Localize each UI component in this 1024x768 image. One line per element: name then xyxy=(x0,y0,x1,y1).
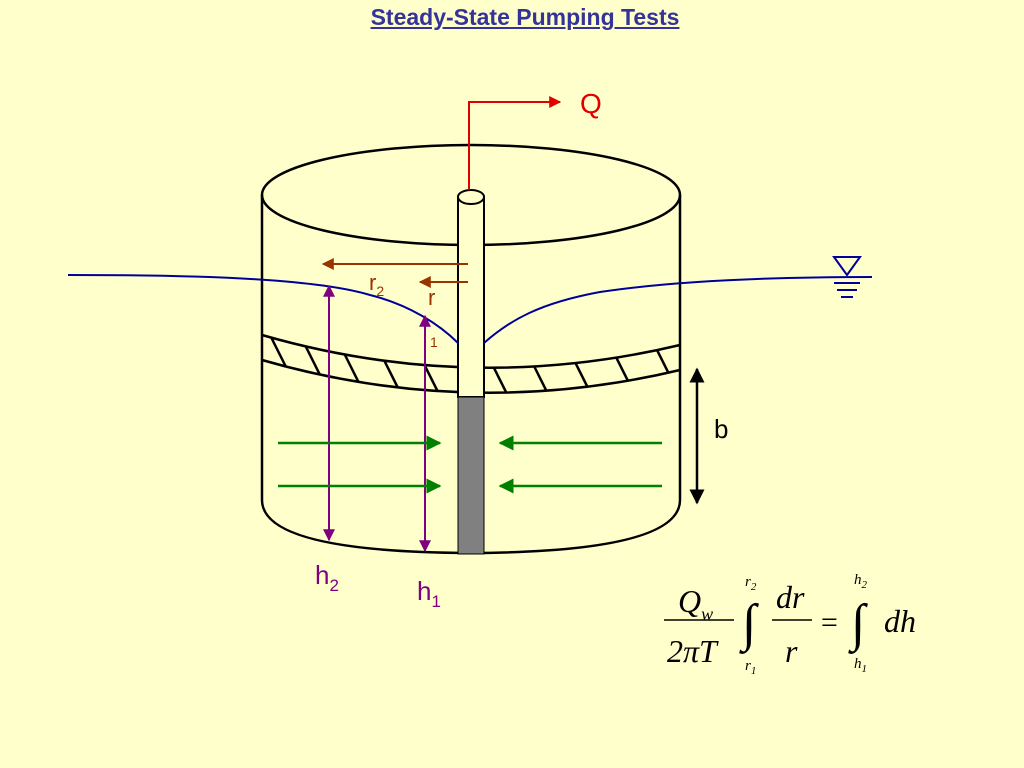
head-h1-label: h1 xyxy=(417,576,441,611)
discharge-arrow xyxy=(468,96,562,190)
eq-denominator-mid: r xyxy=(785,633,798,669)
eq-lower-limit-right: h1 xyxy=(854,656,867,675)
thickness-label: b xyxy=(714,414,728,444)
radius-r1-subscript: 1 xyxy=(430,334,438,350)
eq-numerator-left: Qw xyxy=(678,583,713,624)
water-table-icon xyxy=(832,256,862,298)
eq-numerator-mid: dr xyxy=(776,579,805,615)
eq-differential: dh xyxy=(884,603,916,639)
eq-integral-left: ∫ xyxy=(739,595,759,654)
eq-integral-right: ∫ xyxy=(848,595,868,654)
darcy-equation: Qw 2πT ∫ r2 r1 dr r = ∫ h2 h1 dh xyxy=(664,572,916,677)
slide-title: Steady-State Pumping Tests xyxy=(370,4,680,30)
head-h2-label: h2 xyxy=(315,560,339,595)
eq-denominator-left: 2πT xyxy=(667,633,719,669)
eq-upper-limit-right: h2 xyxy=(854,572,868,591)
discharge-label: Q xyxy=(580,88,602,119)
radius-r1-label: r xyxy=(428,285,435,310)
well-screen xyxy=(457,396,485,555)
eq-lower-limit-left: r1 xyxy=(745,658,756,677)
eq-equals: = xyxy=(819,606,839,639)
drawdown-curve-right xyxy=(483,276,873,344)
eq-upper-limit-left: r2 xyxy=(745,574,757,593)
radius-r2-label: r2 xyxy=(369,270,384,299)
well-casing xyxy=(457,189,485,398)
